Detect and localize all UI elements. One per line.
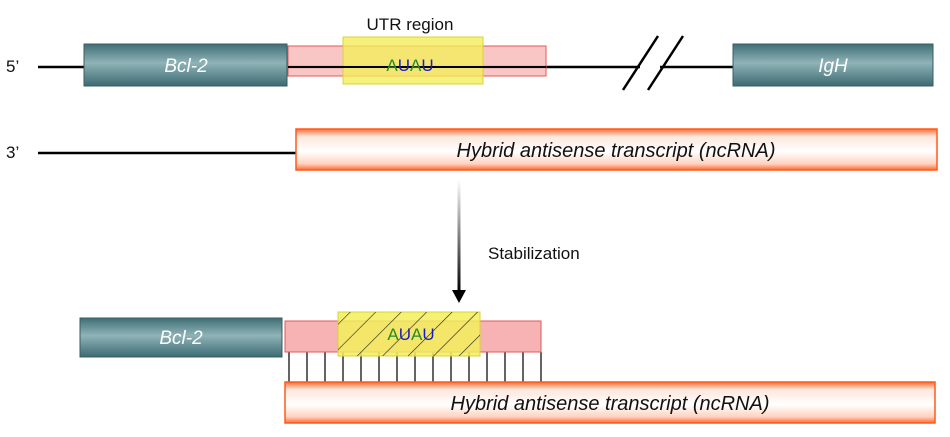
auau-motif-bottom: AUAU [387,325,434,344]
strand-5prime-label: 5’ [6,57,19,76]
igh-gene-label: IgH [818,56,848,77]
hybrid-transcript-label: Hybrid antisense transcript (ncRNA) [457,140,776,162]
motif-letter: U [421,56,433,75]
break-mark [621,35,660,91]
bcl2-gene-label-bottom: Bcl-2 [159,328,203,349]
igh-gene-box [732,43,934,87]
motif-letter: U [398,56,410,75]
stabilization-label: Stabilization [488,244,580,263]
hatched-binding-area [338,312,480,356]
motif-letter: U [422,325,434,344]
motif-letter: A [387,325,399,344]
strand-3prime-label: 3’ [6,143,19,162]
hybrid-transcript-box-bottom [284,381,936,424]
base-pair-lines [288,352,542,382]
motif-letter: A [410,56,422,75]
hybrid-transcript-box [295,128,938,171]
break-mark [646,35,685,91]
motif-letter: A [386,56,398,75]
motif-letter: U [399,325,411,344]
bcl2-gene-box-bottom [79,317,283,358]
arrow-head [452,290,466,303]
stabilization-arrow [457,180,461,292]
hybrid-transcript-label-bottom: Hybrid antisense transcript (ncRNA) [451,393,770,415]
utr-region-label: UTR region [367,15,454,34]
auau-motif-top: AUAU [386,56,433,75]
utr-yellow-region [342,36,484,85]
motif-letter: A [411,325,423,344]
bcl2-gene-label: Bcl-2 [164,56,208,77]
bcl2-gene-box [83,43,288,87]
